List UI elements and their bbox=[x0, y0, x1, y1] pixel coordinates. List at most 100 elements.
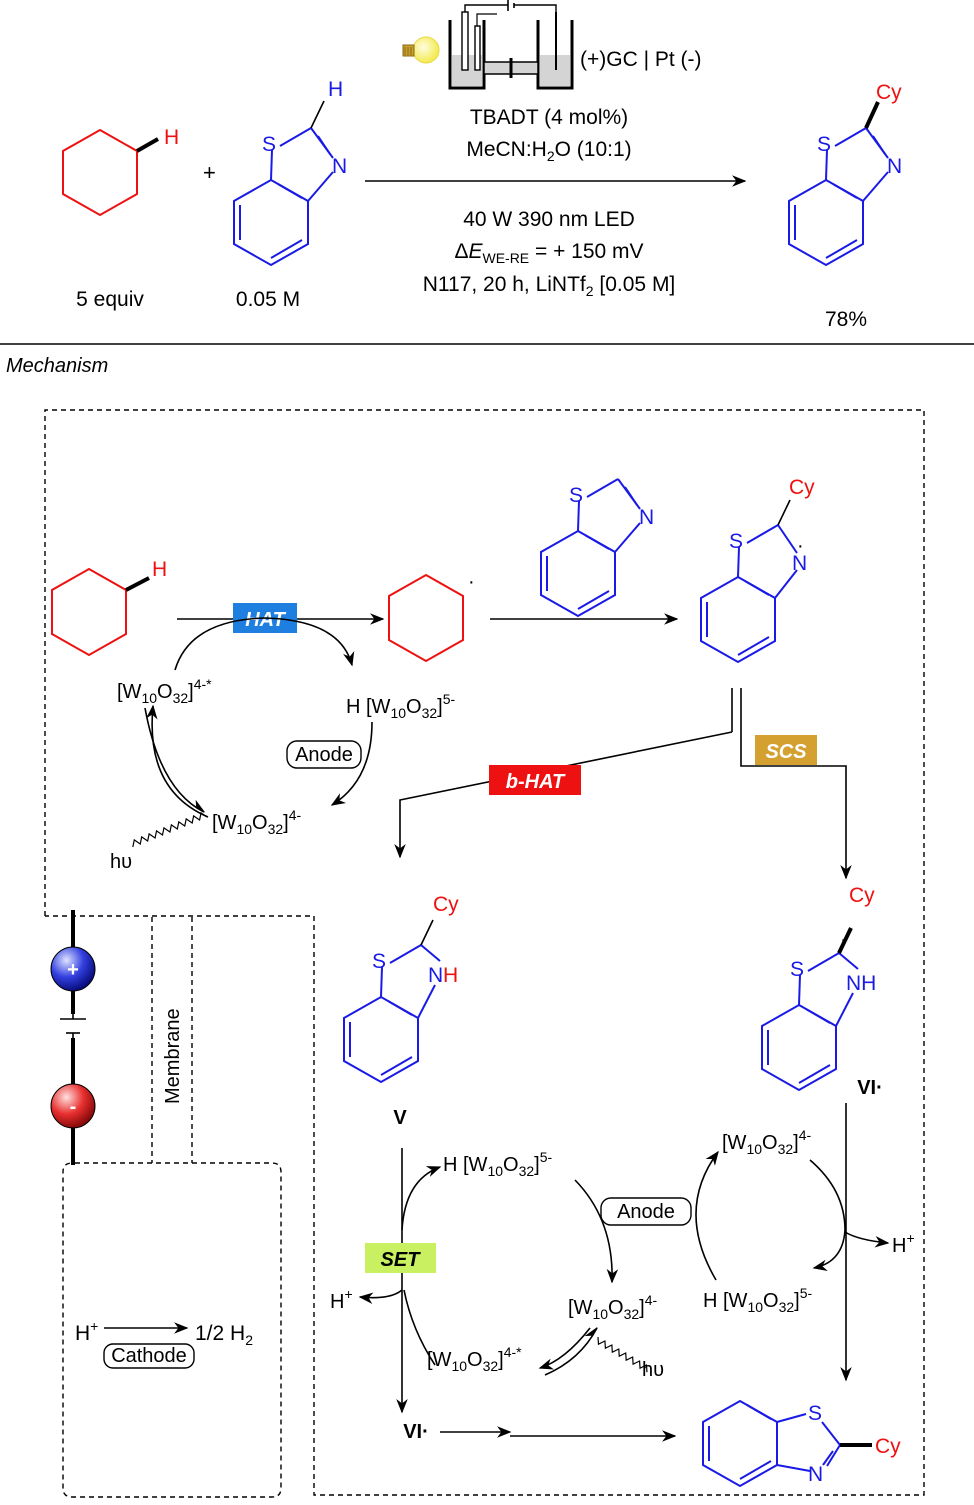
yield-text: 78% bbox=[825, 308, 867, 331]
svg-text:-: - bbox=[70, 1096, 77, 1118]
hat-label: HAT bbox=[233, 603, 297, 633]
membrane bbox=[151, 917, 193, 1163]
membrane-label: Membrane bbox=[162, 1008, 184, 1104]
label-VI-right: VI· bbox=[857, 1077, 883, 1099]
hat-reduction-arrow bbox=[809, 1159, 846, 1272]
solvent-text: MeCN:H2O (10:1) bbox=[466, 138, 631, 164]
electrochemical-cell-icon bbox=[448, 0, 574, 90]
bhat-arrow bbox=[394, 731, 733, 859]
plus-sign: + bbox=[203, 160, 216, 185]
anode-oxidation-arrow-2 bbox=[574, 1179, 619, 1284]
benzothiazole-mech: S N bbox=[540, 478, 654, 618]
hw-reduced-3: H [W10O32]5- bbox=[703, 1285, 813, 1315]
photoexcitation-arrow-1 bbox=[146, 704, 209, 818]
svg-text:S: S bbox=[808, 1402, 822, 1425]
relaxation-arrow-1 bbox=[144, 707, 206, 813]
anode-oxidation-arrow-1 bbox=[330, 721, 373, 806]
w-excited-2: [W10O32]4-* bbox=[427, 1344, 522, 1374]
set-label: SET bbox=[365, 1243, 436, 1273]
hv-1: hυ bbox=[110, 851, 132, 873]
product-top: S N Cy bbox=[788, 81, 902, 267]
svg-text:S: S bbox=[372, 950, 386, 973]
set-h-plus-arrow bbox=[358, 1289, 403, 1305]
section-title: Mechanism bbox=[6, 355, 108, 377]
radical-adduct: S N · Cy bbox=[700, 476, 815, 664]
w-ground-2: [W10O32]4- bbox=[568, 1292, 658, 1322]
cyclohexyl-radical: · bbox=[388, 571, 475, 663]
label-VI-bottom: VI· bbox=[403, 1421, 429, 1443]
w-ground-1: [W10O32]4- bbox=[212, 807, 302, 837]
svg-text:HAT: HAT bbox=[245, 609, 286, 631]
svg-text:S: S bbox=[729, 530, 743, 553]
svg-text:N: N bbox=[792, 552, 807, 575]
svg-text:N: N bbox=[428, 964, 443, 987]
svg-text:H: H bbox=[443, 964, 458, 987]
reagent1-amount: 5 equiv bbox=[76, 288, 144, 311]
svg-text:SET: SET bbox=[381, 1249, 422, 1271]
benzothiazole-reagent: S N H bbox=[233, 78, 347, 267]
light-wave-2 bbox=[597, 1336, 648, 1373]
svg-text:S: S bbox=[790, 958, 804, 981]
svg-text:Cy: Cy bbox=[433, 893, 459, 916]
light-wave-1 bbox=[132, 811, 208, 848]
h-plus-release-arrow bbox=[844, 1231, 890, 1248]
anode-box-2 bbox=[600, 1197, 692, 1226]
hw-reduced-2: H [W10O32]5- bbox=[443, 1149, 553, 1179]
cathode-h2: 1/2 H2 bbox=[195, 1322, 253, 1348]
svg-text:·: · bbox=[797, 535, 804, 557]
light-text: 40 W 390 nm LED bbox=[463, 208, 635, 231]
hv-2: hυ bbox=[642, 1359, 664, 1381]
svg-text:+: + bbox=[67, 959, 79, 981]
svg-text:S: S bbox=[262, 133, 276, 156]
set-w-excited-arrow bbox=[403, 1289, 436, 1366]
potential-text: ΔEWE-RE = + 150 mV bbox=[454, 240, 643, 266]
electrode-negative-icon: - bbox=[50, 1083, 96, 1129]
scs-label: SCS bbox=[755, 735, 817, 765]
svg-text:H: H bbox=[164, 126, 179, 149]
svg-text:Cy: Cy bbox=[849, 884, 875, 907]
w-ground-3: [W10O32]4- bbox=[722, 1127, 812, 1157]
anode-label-2: Anode bbox=[617, 1201, 675, 1223]
svg-text:N: N bbox=[808, 1463, 823, 1486]
cathode-compartment-boundary bbox=[62, 1162, 282, 1498]
cell-label: (+)GC | Pt (-) bbox=[580, 48, 702, 71]
anode-compartment-boundary bbox=[44, 409, 925, 1496]
cathode-h-plus-label: H+ bbox=[75, 1318, 98, 1345]
svg-text:NH: NH bbox=[846, 972, 876, 995]
electrode-positive-icon: + bbox=[50, 946, 96, 992]
cyclohexane-mech: H bbox=[51, 558, 167, 657]
svg-text:N: N bbox=[332, 155, 347, 178]
relaxation-arrow-2 bbox=[544, 1326, 598, 1376]
svg-text:Cy: Cy bbox=[875, 1435, 901, 1458]
bhat-label: b-HAT bbox=[489, 765, 581, 795]
h-plus-left: H+ bbox=[330, 1286, 353, 1313]
anode-box-1 bbox=[286, 740, 362, 769]
hw-reduced-1: H [W10O32]5- bbox=[346, 691, 456, 721]
conditions-text: N117, 20 h, LiNTf2 [0.05 M] bbox=[423, 273, 676, 299]
intermediate-VI-radical: S NH · Cy bbox=[761, 884, 876, 1092]
svg-text:·: · bbox=[468, 571, 475, 593]
set-to-hw-arrow bbox=[401, 1166, 442, 1231]
final-product: S N Cy bbox=[702, 1399, 901, 1488]
svg-text:S: S bbox=[569, 484, 583, 507]
svg-text:H: H bbox=[152, 558, 167, 581]
svg-text:·: · bbox=[840, 929, 847, 951]
catalyst-text: TBADT (4 mol%) bbox=[470, 106, 628, 129]
reagent2-amount: 0.05 M bbox=[236, 288, 300, 311]
hat-curve-arrow bbox=[174, 617, 355, 671]
w-excited-1: [W10O32]4-* bbox=[117, 676, 212, 706]
svg-text:SCS: SCS bbox=[765, 741, 807, 763]
svg-text:N: N bbox=[887, 155, 902, 178]
cyclohexane-reagent: H bbox=[62, 126, 179, 217]
intermediate-V: S N H Cy bbox=[343, 893, 459, 1084]
h-plus-right: H+ bbox=[892, 1230, 915, 1257]
svg-text:b-HAT: b-HAT bbox=[506, 771, 566, 793]
svg-text:Cy: Cy bbox=[876, 81, 902, 104]
light-bulb-icon bbox=[402, 36, 440, 64]
svg-text:N: N bbox=[639, 506, 654, 529]
label-V: V bbox=[393, 1107, 407, 1129]
cathode-label: Cathode bbox=[111, 1345, 187, 1367]
svg-text:H: H bbox=[328, 78, 343, 101]
